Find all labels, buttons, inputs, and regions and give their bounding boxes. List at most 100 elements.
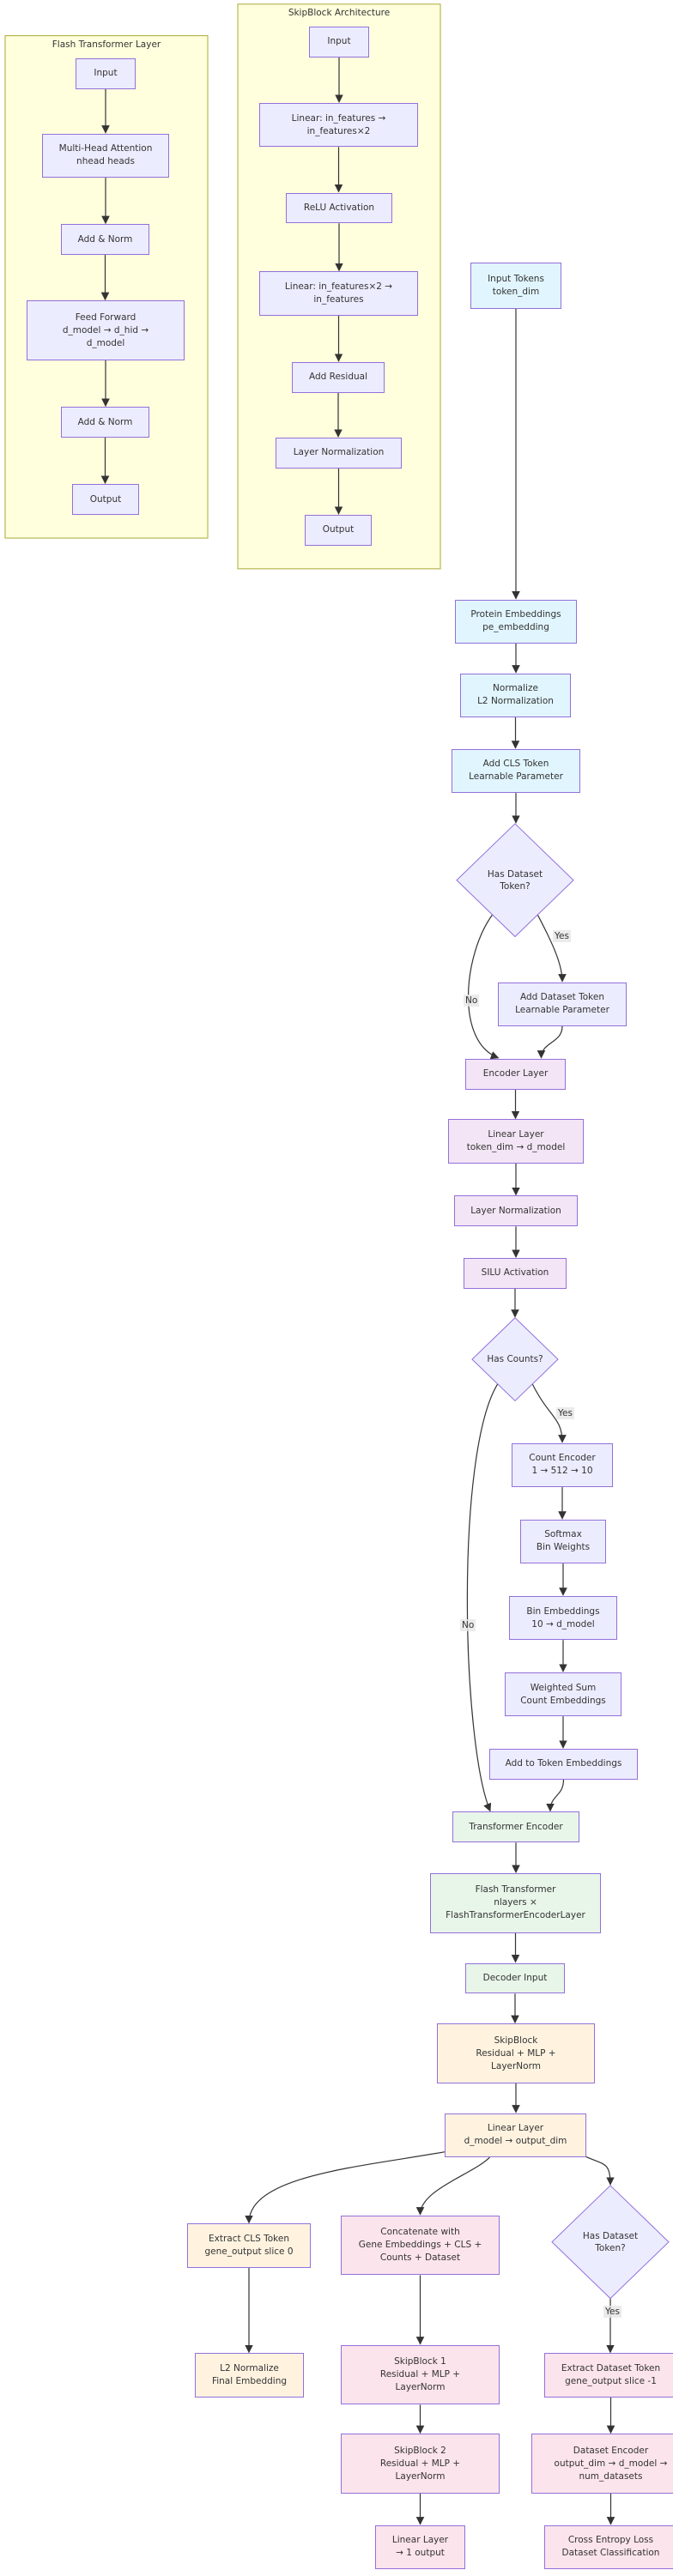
node-lin: Linear Layer token_dim → d_model — [448, 1119, 584, 1164]
edge-label-yes: Yes — [556, 1407, 574, 1420]
node-label: Decoder Input — [482, 1972, 548, 1983]
decision-label: Has Counts? — [487, 1354, 543, 1365]
node-label: Extract CLS Token gene_output slice 0 — [204, 2234, 294, 2258]
node-ext-ds: Extract Dataset Token gene_output slice … — [544, 2353, 673, 2398]
edge-has-counts-yes — [531, 1383, 567, 1443]
edge-has-counts-no — [466, 1383, 499, 1812]
edge-dlin-to-has-ds2 — [577, 2152, 615, 2186]
node-f-input: Input — [76, 57, 136, 89]
node-f-norm1: Add & Norm — [61, 224, 149, 256]
subgraph-title-flash: Flash Transformer Layer — [52, 39, 161, 50]
node-label: Concatenate with Gene Embeddings + CLS +… — [358, 2227, 482, 2264]
node-ft: Flash Transformer nlayers × FlashTransfo… — [430, 1873, 601, 1933]
edge-label-yes: Yes — [603, 2305, 621, 2318]
subgraph-flash — [4, 35, 209, 539]
node-cls: Add CLS Token Learnable Parameter — [452, 748, 580, 794]
node-label: Protein Embeddings pe_embedding — [470, 609, 561, 633]
node-skipb: SkipBlock Residual + MLP + LayerNorm — [437, 2023, 595, 2083]
node-label: Add & Norm — [77, 233, 133, 245]
node-label: Multi-Head Attention nhead heads — [58, 143, 153, 167]
node-label: Linear: in_features → in_features×2 — [291, 112, 386, 136]
decision-label: Has Dataset Token? — [582, 2230, 639, 2253]
node-label: SkipBlock 1 Residual + MLP + LayerNorm — [379, 2356, 461, 2393]
node-bin: Bin Embeddings 10 → d_model — [509, 1595, 617, 1641]
node-label: Linear Layer d_model → output_dim — [464, 2123, 567, 2147]
node-skip1: SkipBlock 1 Residual + MLP + LayerNorm — [341, 2344, 500, 2405]
node-label: Input Tokens token_dim — [488, 273, 544, 297]
node-skip2: SkipBlock 2 Residual + MLP + LayerNorm — [341, 2434, 500, 2494]
node-label: SkipBlock 2 Residual + MLP + LayerNorm — [379, 2445, 461, 2482]
node-label: Feed Forward d_model → d_hid → d_model — [62, 311, 149, 348]
node-label: Linear Layer → 1 output — [391, 2535, 449, 2559]
decision-has-ds2 — [551, 2185, 670, 2300]
node-l2: Normalize L2 Normalization — [460, 673, 571, 718]
node-te: Transformer Encoder — [452, 1811, 579, 1843]
node-tokens: Input Tokens token_dim — [470, 262, 561, 309]
edge-has-ds-yes — [537, 914, 567, 983]
edge-dlin-to-ext-cls — [245, 2148, 463, 2224]
node-label: Linear: in_features×2 → in_features — [284, 281, 393, 305]
edge-label-no: No — [464, 995, 480, 1007]
edge-label-no: No — [460, 1618, 476, 1631]
node-label: Softmax Bin Weights — [536, 1529, 591, 1553]
node-label: Input — [327, 36, 351, 47]
node-label: Count Encoder 1 → 512 → 10 — [529, 1453, 596, 1477]
node-label: Normalize L2 Normalization — [477, 683, 554, 707]
node-lin1: Linear Layer → 1 output — [375, 2525, 465, 2569]
edge-addtok-to-te — [546, 1779, 565, 1812]
node-s-lin2: Linear: in_features×2 → in_features — [259, 271, 418, 316]
node-label: Add Residual — [308, 372, 367, 383]
node-f-mha: Multi-Head Attention nhead heads — [42, 133, 169, 178]
node-ds-enc: Dataset Encoder output_dim → d_model → n… — [531, 2434, 673, 2494]
node-label: SILU Activation — [481, 1267, 549, 1279]
decision-has-counts — [471, 1317, 559, 1402]
node-dlin: Linear Layer d_model → output_dim — [445, 2113, 586, 2158]
node-add-ds: Add Dataset Token Learnable Parameter — [498, 982, 627, 1027]
node-dec-in: Decoder Input — [465, 1962, 565, 1994]
node-prot: Protein Embeddings pe_embedding — [455, 599, 577, 644]
node-f-ff: Feed Forward d_model → d_hid → d_model — [27, 300, 185, 360]
edge-has-ds-no — [468, 914, 500, 1060]
decision-has-ds — [456, 823, 574, 938]
decision-label: Has Dataset Token? — [487, 868, 543, 892]
node-label: Layer Normalization — [470, 1205, 561, 1216]
node-ce: Cross Entropy Loss Dataset Classificatio… — [544, 2525, 673, 2569]
node-addtok: Add to Token Embeddings — [489, 1748, 638, 1780]
edge-dlin-to-concat — [415, 2156, 490, 2216]
node-label: Dataset Encoder output_dim → d_model → n… — [554, 2445, 668, 2482]
node-f-norm2: Add & Norm — [61, 407, 149, 438]
node-label: Add CLS Token Learnable Parameter — [469, 759, 563, 783]
node-silu: SILU Activation — [464, 1258, 567, 1289]
subgraph-title-skip: SkipBlock Architecture — [288, 7, 391, 18]
node-label: SkipBlock Residual + MLP + LayerNorm — [476, 2035, 556, 2071]
node-concat: Concatenate with Gene Embeddings + CLS +… — [341, 2215, 500, 2276]
node-label: Add Dataset Token Learnable Parameter — [515, 992, 609, 1016]
node-label: Add & Norm — [77, 416, 133, 427]
node-ext-cls: Extract CLS Token gene_output slice 0 — [187, 2223, 311, 2268]
node-s-lin1: Linear: in_features → in_features×2 — [259, 102, 418, 148]
node-label: Transformer Encoder — [469, 1821, 563, 1832]
node-enc: Encoder Layer — [465, 1058, 566, 1090]
node-s-res: Add Residual — [292, 361, 385, 393]
node-label: Output — [322, 524, 355, 535]
edge-label-yes: Yes — [553, 929, 571, 942]
node-f-output: Output — [72, 484, 139, 515]
node-label: Layer Normalization — [293, 447, 385, 458]
node-label: L2 Normalize Final Embedding — [211, 2363, 288, 2387]
node-wsum: Weighted Sum Count Embeddings — [505, 1672, 621, 1717]
node-s-input: Input — [309, 26, 369, 57]
node-label: Linear Layer token_dim → d_model — [466, 1129, 566, 1153]
node-label: Output — [89, 493, 122, 505]
node-label: Weighted Sum Count Embeddings — [520, 1682, 606, 1706]
node-label: Add to Token Embeddings — [505, 1758, 622, 1769]
node-label: Cross Entropy Loss Dataset Classificatio… — [561, 2535, 660, 2559]
node-label: Flash Transformer nlayers × FlashTransfo… — [446, 1884, 585, 1921]
node-s-ln: Layer Normalization — [276, 437, 402, 469]
node-label: Encoder Layer — [482, 1068, 549, 1079]
node-l2final: L2 Normalize Final Embedding — [195, 2353, 304, 2398]
node-cenc: Count Encoder 1 → 512 → 10 — [512, 1442, 613, 1488]
node-ln: Layer Normalization — [454, 1195, 578, 1227]
node-s-output: Output — [305, 514, 372, 546]
node-softmax: Softmax Bin Weights — [520, 1519, 606, 1564]
